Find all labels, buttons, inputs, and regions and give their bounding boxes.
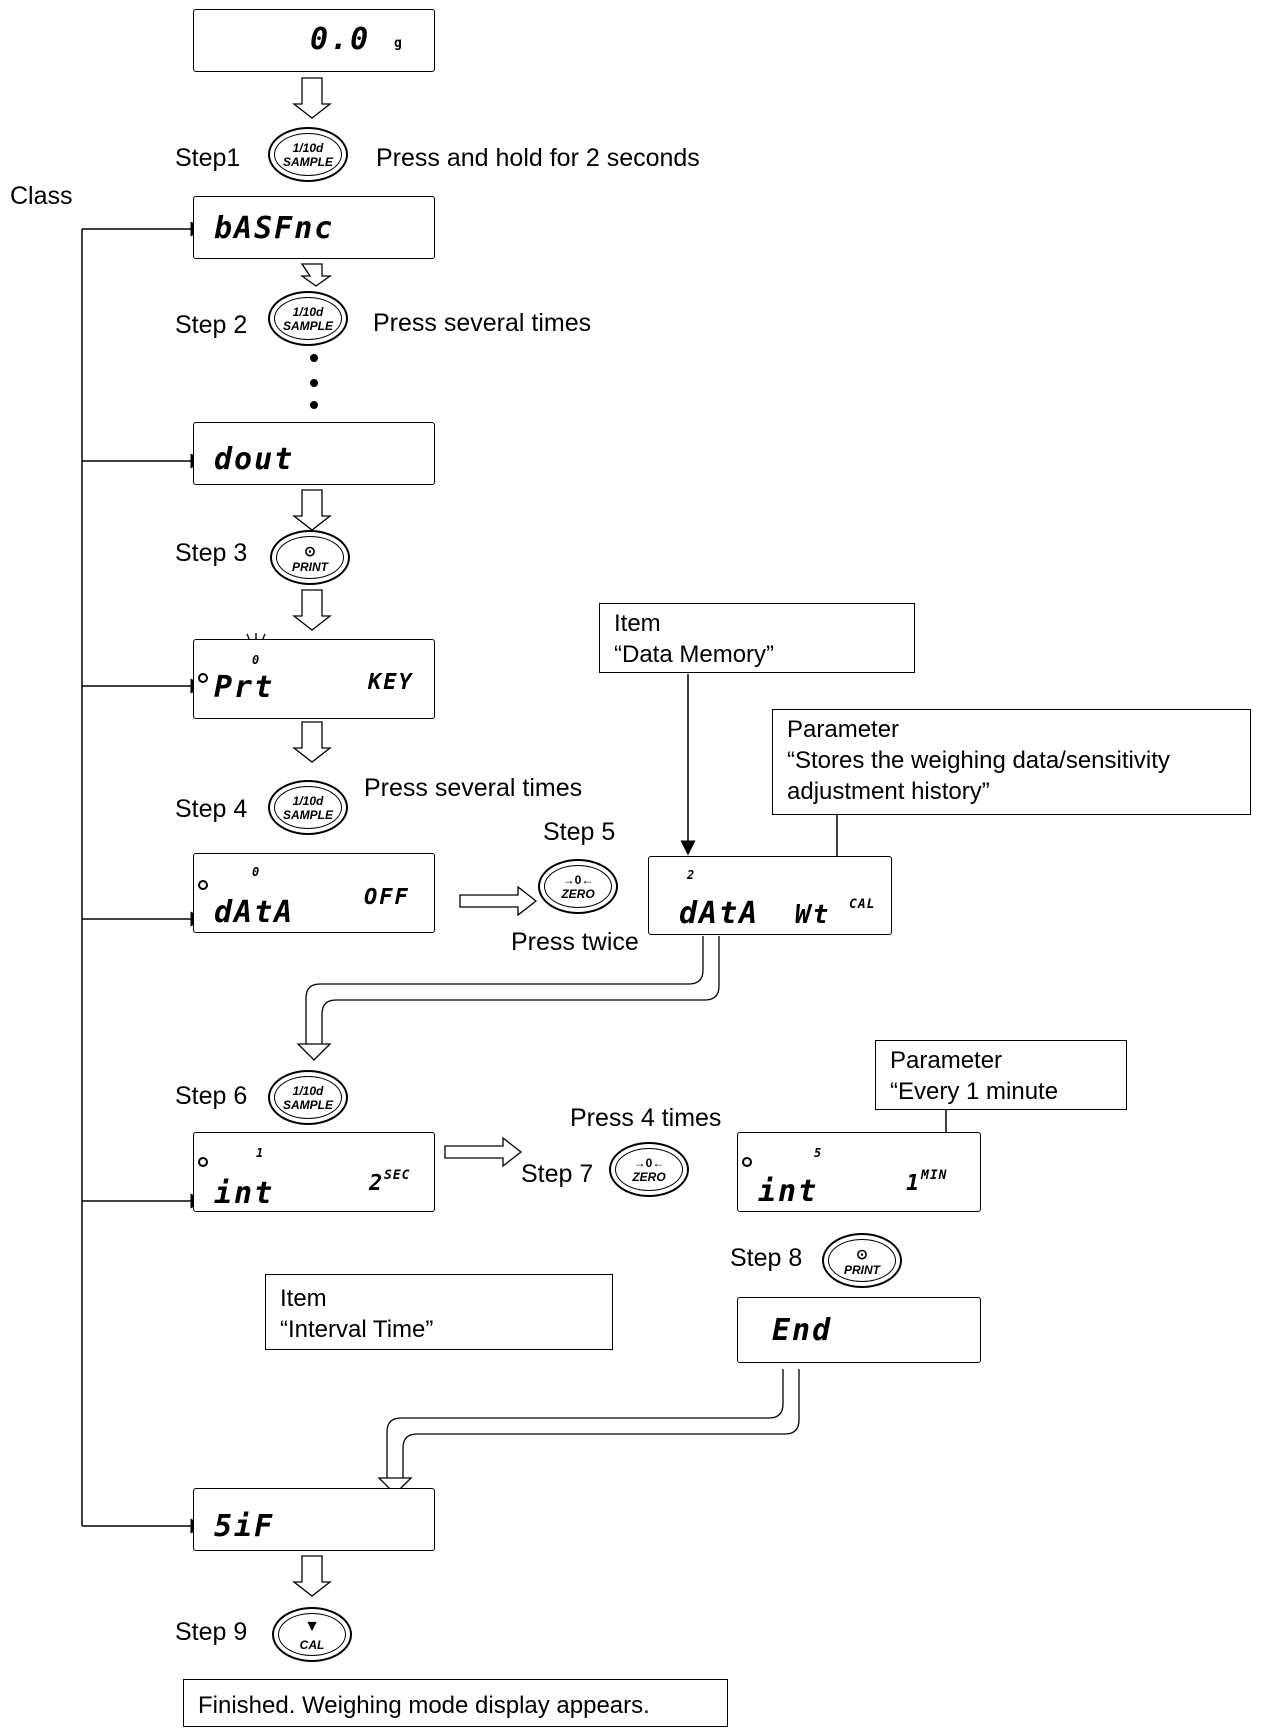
sample-key-step6[interactable]: 1/10d SAMPLE	[268, 1070, 348, 1125]
print-key-icon: ⊙	[856, 1246, 868, 1262]
display-value: 5iF	[214, 1509, 275, 1544]
zero-key-step5[interactable]: →0← ZERO	[538, 859, 618, 914]
step8-label: Step 8	[730, 1244, 803, 1272]
display-value: int	[758, 1174, 819, 1209]
sample-key-bottom-label: SAMPLE	[282, 1098, 333, 1112]
sample-key-top-label: 1/10d	[292, 794, 324, 808]
finished-callout: Finished. Weighing mode display appears.	[183, 1679, 728, 1727]
sample-key-bottom-label: SAMPLE	[282, 808, 333, 822]
display-value: Prt	[214, 670, 275, 705]
step4-note: Press several times	[364, 774, 583, 802]
display-value: dout	[214, 442, 295, 477]
display-setting-superscript: CAL	[849, 897, 876, 912]
sample-key-step1[interactable]: 1/10d SAMPLE	[268, 127, 348, 182]
display-basfnc: bASFnc	[193, 196, 435, 259]
step1-note: Press and hold for 2 seconds	[376, 144, 700, 172]
print-key-label: PRINT	[292, 560, 328, 574]
callout-text: “Data Memory”	[614, 641, 775, 669]
zero-key-icon: →0←	[633, 1156, 665, 1170]
finished-text: Finished. Weighing mode display appears.	[198, 1692, 650, 1719]
display-data-wt: 2 dAtA Wt CAL	[648, 856, 892, 935]
step9-label: Step 9	[175, 1618, 248, 1646]
sample-key-step2[interactable]: 1/10d SAMPLE	[268, 291, 348, 346]
callout-text: “Interval Time”	[280, 1316, 434, 1344]
item-interval-time-callout: Item “Interval Time”	[265, 1274, 613, 1350]
display-end: End	[737, 1297, 981, 1363]
sample-key-top-label: 1/10d	[292, 305, 324, 319]
display-setting: Wt	[795, 900, 831, 930]
display-data-off: 0 dAtA OFF	[193, 853, 435, 933]
display-prt: 0 Prt KEY	[193, 639, 435, 719]
display-setting-superscript: MIN	[921, 1168, 948, 1183]
sample-key-top-label: 1/10d	[292, 141, 324, 155]
display-int-1min: 5 int 1 MIN	[737, 1132, 981, 1212]
stability-dot-icon	[742, 1157, 752, 1167]
display-setting: OFF	[364, 885, 410, 910]
display-digit: 2	[687, 868, 697, 882]
step6-label: Step 6	[175, 1082, 248, 1110]
callout-title: Parameter	[787, 716, 900, 743]
zero-key-icon: →0←	[562, 873, 594, 887]
class-label: Class	[10, 182, 73, 210]
display-digit: 1	[256, 1146, 266, 1160]
callout-text-1: “Stores the weighing data/sensitivity	[787, 747, 1170, 775]
callout-title: Item	[280, 1285, 327, 1312]
display-setting: KEY	[368, 670, 414, 695]
sample-key-top-label: 1/10d	[292, 1084, 324, 1098]
step3-label: Step 3	[175, 539, 248, 567]
display-value: int	[214, 1176, 275, 1211]
display-dout: dout	[193, 422, 435, 485]
zero-key-label: ZERO	[561, 887, 595, 901]
print-key-label: PRINT	[844, 1263, 880, 1277]
display-setting: 1	[906, 1171, 922, 1196]
sample-key-step4[interactable]: 1/10d SAMPLE	[268, 780, 348, 835]
display-initial: 0.0 g	[193, 9, 435, 72]
sample-key-bottom-label: SAMPLE	[282, 319, 333, 333]
parameter-stores-callout: Parameter “Stores the weighing data/sens…	[772, 709, 1251, 815]
display-value: End	[772, 1313, 833, 1348]
display-value: dAtA	[679, 896, 760, 931]
step7-note: Press 4 times	[570, 1104, 722, 1132]
display-value: dAtA	[214, 895, 295, 930]
display-digit: 0	[252, 653, 262, 667]
stability-dot-icon	[198, 880, 208, 890]
display-setting-superscript: SEC	[384, 1168, 411, 1183]
display-int-2sec: 1 int 2 SEC	[193, 1132, 435, 1212]
callout-title: Item	[614, 610, 661, 637]
cal-key-step9[interactable]: ▼ CAL	[272, 1607, 352, 1662]
item-data-memory-callout: Item “Data Memory”	[599, 603, 915, 673]
stability-dot-icon	[198, 673, 208, 683]
step5-label: Step 5	[543, 818, 616, 846]
callout-title: Parameter	[890, 1047, 1003, 1074]
step1-label: Step1	[175, 144, 241, 172]
print-key-step8[interactable]: ⊙ PRINT	[822, 1233, 902, 1288]
step7-label: Step 7	[521, 1160, 594, 1188]
callout-text: “Every 1 minute	[890, 1078, 1059, 1106]
display-value: bASFnc	[214, 211, 335, 246]
display-setting: 2	[369, 1171, 385, 1196]
step4-label: Step 4	[175, 795, 248, 823]
cal-key-label: CAL	[299, 1638, 325, 1652]
zero-key-label: ZERO	[632, 1170, 666, 1184]
print-key-icon: ⊙	[304, 543, 316, 559]
display-sif: 5iF	[193, 1488, 435, 1551]
zero-key-step7[interactable]: →0← ZERO	[609, 1142, 689, 1197]
display-digit: 0	[252, 865, 262, 879]
parameter-every-minute-callout: Parameter “Every 1 minute	[875, 1040, 1127, 1110]
callout-text-2: adjustment history”	[787, 778, 990, 806]
display-unit: g	[394, 36, 403, 51]
print-key-step3[interactable]: ⊙ PRINT	[270, 530, 350, 585]
display-digit: 5	[814, 1146, 824, 1160]
display-value: 0.0	[310, 22, 371, 57]
step2-label: Step 2	[175, 311, 248, 339]
sample-key-bottom-label: SAMPLE	[282, 155, 333, 169]
step5-note: Press twice	[511, 928, 639, 956]
cal-key-icon: ▼	[304, 1618, 320, 1635]
stability-dot-icon	[198, 1157, 208, 1167]
step2-note: Press several times	[373, 309, 592, 337]
